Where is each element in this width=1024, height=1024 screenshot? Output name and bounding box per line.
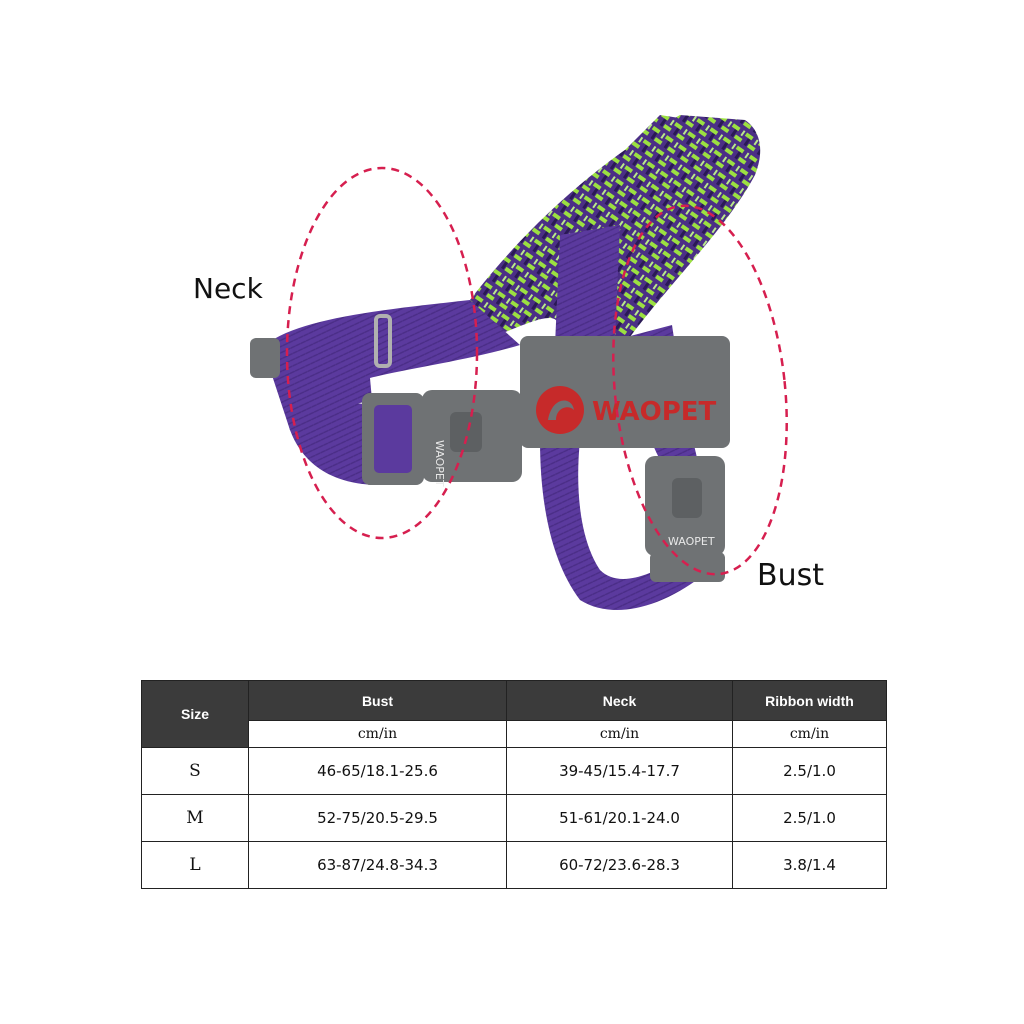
table-row: S 46-65/18.1-25.6 39-45/15.4-17.7 2.5/1.… (141, 747, 887, 795)
bust-cell: 63-87/24.8-34.3 (248, 841, 507, 889)
bust-unit: cm/in (248, 720, 507, 748)
size-cell: M (141, 794, 249, 842)
logo-text: WAOPET (592, 397, 717, 427)
table-row: L 63-87/24.8-34.3 60-72/23.6-28.3 3.8/1.… (141, 841, 887, 889)
bust-cell: 46-65/18.1-25.6 (248, 747, 507, 795)
neck-unit: cm/in (506, 720, 733, 748)
logo-patch: WAOPET (520, 336, 730, 448)
bust-cell: 52-75/20.5-29.5 (248, 794, 507, 842)
header-row: Size Bust Neck Ribbon width (141, 680, 887, 748)
neck-buckle: WAOPET (362, 390, 522, 487)
size-chart-table: Size Bust Neck Ribbon width cm/in cm/in … (141, 680, 887, 889)
bust-measure-ellipse (612, 204, 788, 576)
neck-label: Neck (193, 272, 263, 305)
bust-label: Bust (757, 558, 824, 593)
harness-illustration: WAOPET WAOPET WAOPET (250, 115, 788, 611)
neck-header: Neck (506, 680, 733, 721)
bust-header: Bust (248, 680, 507, 721)
ribbon-cell: 2.5/1.0 (732, 747, 887, 795)
table-row: M 52-75/20.5-29.5 51-61/20.1-24.0 2.5/1.… (141, 794, 887, 842)
neck-buckle-text: WAOPET (433, 440, 446, 487)
neck-cell: 39-45/15.4-17.7 (506, 747, 733, 795)
unit-row: cm/in cm/in cm/in (142, 720, 887, 748)
size-cell: S (141, 747, 249, 795)
neck-cell: 60-72/23.6-28.3 (506, 841, 733, 889)
ribbon-cell: 2.5/1.0 (732, 794, 887, 842)
size-header: Size (141, 680, 249, 748)
neck-cell: 51-61/20.1-24.0 (506, 794, 733, 842)
size-cell: L (141, 841, 249, 889)
neck-measure-ellipse (285, 166, 479, 540)
ribbon-unit: cm/in (732, 720, 887, 748)
ribbon-width-header: Ribbon width (732, 680, 887, 721)
ribbon-cell: 3.8/1.4 (732, 841, 887, 889)
bust-buckle-text: WAOPET (668, 535, 715, 548)
bust-buckle: WAOPET (645, 456, 725, 582)
